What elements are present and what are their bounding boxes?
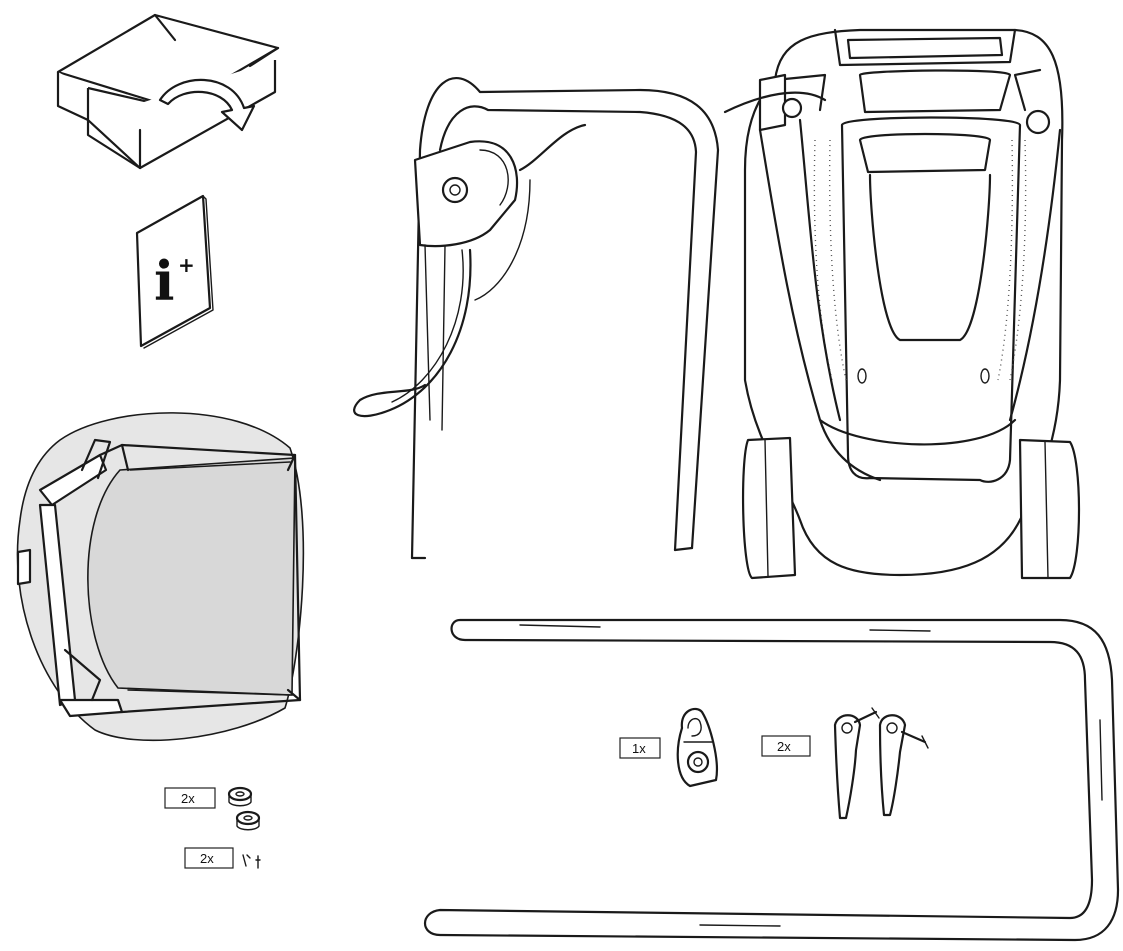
cable-clip-icon — [676, 707, 718, 788]
clip-icon — [242, 854, 261, 869]
lawnmower-body — [723, 28, 1081, 580]
lever-icon-left — [833, 707, 880, 820]
info-booklet-icon: i + — [135, 194, 214, 349]
info-letter: i — [154, 249, 175, 313]
part-small-clips: 2x — [184, 847, 261, 869]
knob-icon — [227, 786, 261, 831]
part-handle-knobs: 2x — [164, 786, 261, 831]
lower-handle-frame — [353, 76, 720, 560]
unboxing-icon — [56, 13, 280, 170]
lever-icon-right — [878, 714, 929, 817]
part-quick-release-levers: 2x — [761, 707, 929, 820]
part-cable-clip: 1x — [619, 707, 718, 788]
qty-label-small-clips: 2x — [200, 851, 214, 866]
upper-handle-frame — [423, 618, 1120, 942]
qty-label-cable-clip: 1x — [632, 741, 646, 756]
qty-label-quick-release-levers: 2x — [777, 739, 791, 754]
qty-label-handle-knobs: 2x — [181, 791, 195, 806]
grass-collection-bag — [16, 412, 305, 742]
info-plus-sign: + — [178, 253, 195, 277]
